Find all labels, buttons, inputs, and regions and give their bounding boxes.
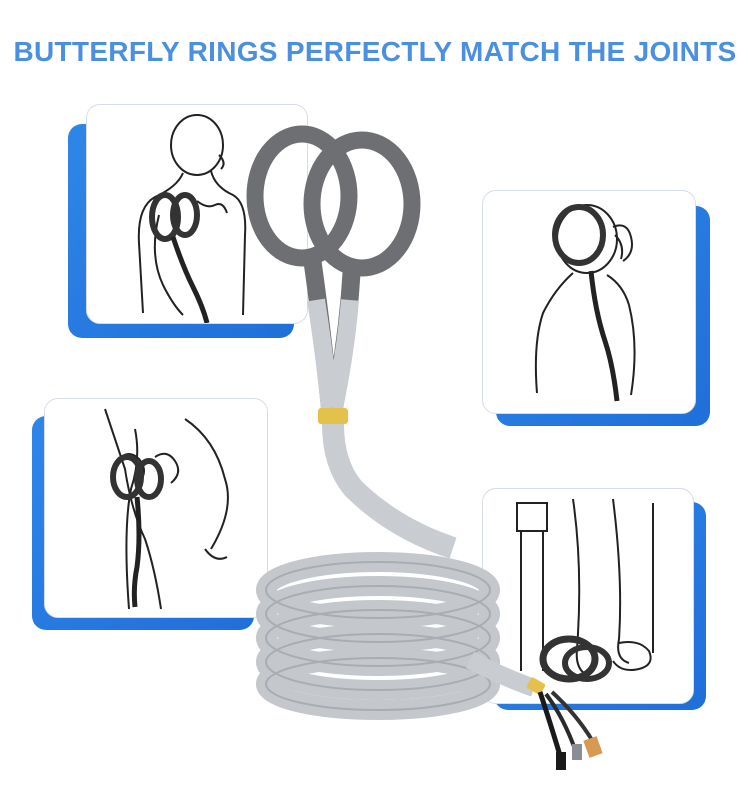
card-panel: [482, 190, 696, 414]
plug-orange: [583, 736, 603, 758]
headline: BUTTERFLY RINGS PERFECTLY MATCH THE JOIN…: [13, 36, 737, 67]
neck-therapy-illustration: [534, 204, 636, 402]
ankle-therapy-illustration: [516, 498, 654, 683]
card-panel: [482, 488, 694, 704]
cable-coil: [256, 552, 500, 720]
knee-therapy-illustration: [104, 408, 229, 610]
card-ankle: [482, 488, 708, 712]
card-panel: [44, 398, 268, 618]
right-ring: [303, 131, 421, 277]
card-panel: [86, 104, 308, 324]
card-shoulder: [68, 104, 308, 344]
plug-grey: [572, 744, 582, 760]
shoulder-therapy-illustration: [137, 114, 247, 323]
card-neck: [482, 190, 712, 428]
plug-black: [556, 752, 566, 770]
main-cable: [322, 423, 457, 559]
right-stem: [325, 265, 361, 410]
left-stem: [303, 256, 339, 409]
yellow-band: [318, 408, 348, 424]
card-knee: [32, 398, 272, 632]
